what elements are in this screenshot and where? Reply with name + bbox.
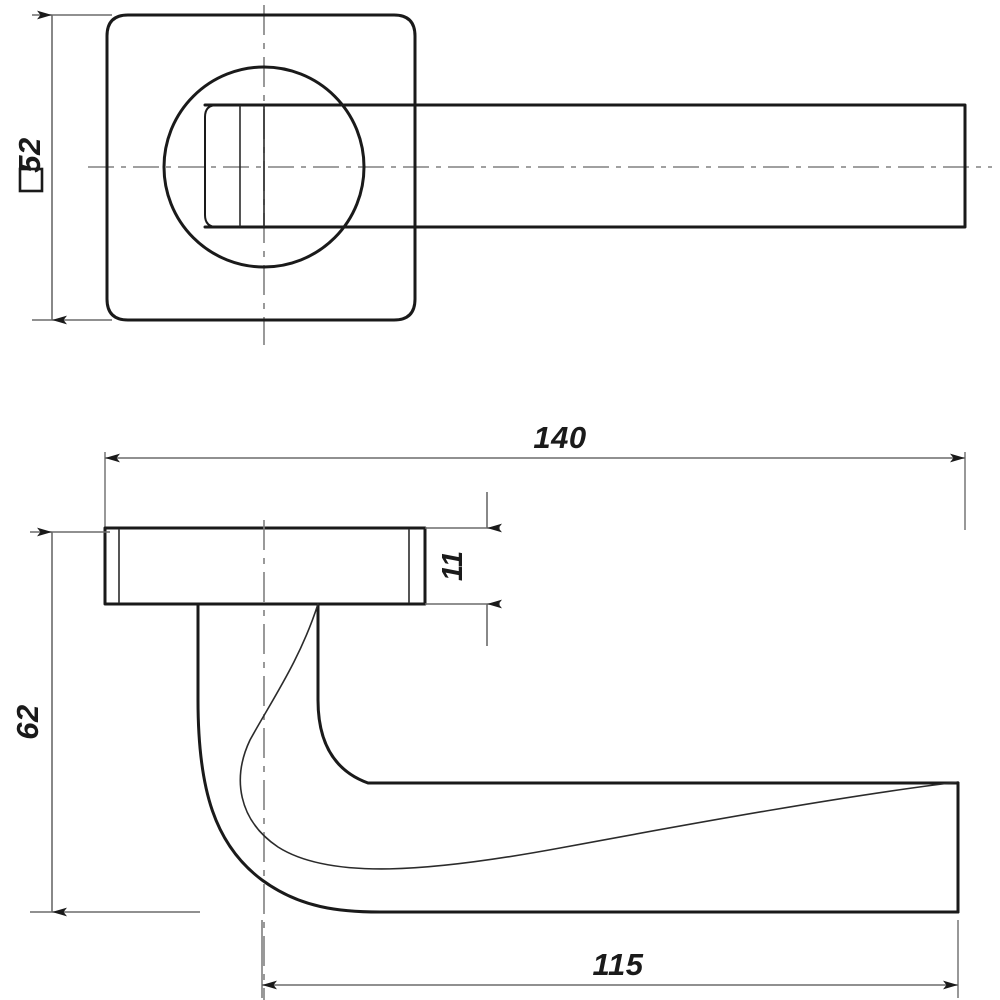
- lever-outer-silhouette: [196, 602, 960, 914]
- dim-11-label: 11: [437, 551, 469, 581]
- rosette-square-outline: [105, 13, 417, 322]
- dim-52-label: 52: [12, 137, 47, 172]
- dim-140-label: 140: [533, 420, 586, 455]
- lever-neck-inner-outline: [204, 104, 265, 228]
- rosette-plate-side-view: [103, 526, 427, 606]
- top-view-group: 52: [12, 5, 992, 345]
- dim-115-label: 115: [593, 947, 644, 982]
- side-view-group: 140 11 62: [10, 420, 966, 1000]
- lever-surface-contour: [239, 603, 959, 870]
- lever-bar-top-view: [203, 103, 967, 229]
- square-symbol-icon: [18, 167, 44, 193]
- dim-62-label: 62: [10, 704, 45, 739]
- rosette-circle-boss: [162, 65, 366, 269]
- lever-inner-silhouette: [316, 602, 960, 785]
